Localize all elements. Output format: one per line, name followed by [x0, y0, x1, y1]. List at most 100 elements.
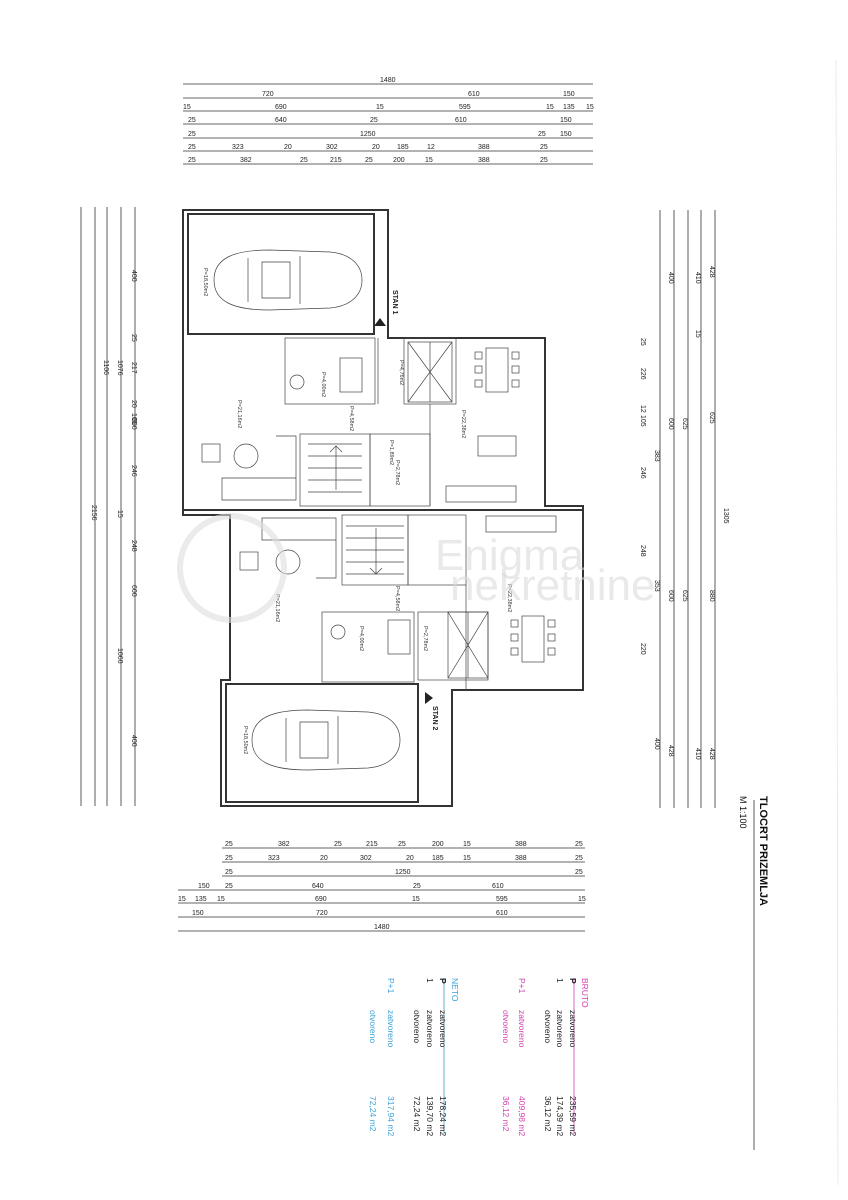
dim-label: 25 — [225, 883, 233, 890]
dim-label: 880 — [708, 590, 715, 602]
area-label: zatvoreno — [568, 1010, 578, 1048]
dim-label: 25 — [540, 144, 548, 151]
top-dimension-chain: 1480 720 610 150 15 690 15 595 15 135 15… — [183, 77, 594, 165]
dim-label: 410 — [694, 748, 701, 760]
dim-label: 625 — [681, 418, 688, 430]
dim-label: 25 — [365, 157, 373, 164]
car-lower-icon — [251, 709, 401, 771]
neto-heading: NETO — [450, 978, 460, 1002]
dim-label: 135 — [195, 896, 207, 903]
garage-upper — [187, 213, 375, 335]
sofa-upper — [221, 435, 297, 501]
dim-label: 15 — [578, 896, 586, 903]
area-label: zatvoreno — [386, 1010, 396, 1048]
unit-label-stan1: STAN 1 — [391, 290, 398, 314]
svg-text:nekretnine: nekretnine — [450, 561, 655, 610]
dim-label: 150 — [563, 91, 575, 98]
armchair-lower — [239, 551, 259, 571]
dim-label: 185 — [397, 144, 409, 151]
area-label: zatvoreno — [517, 1010, 527, 1048]
dim-label: 105 — [130, 413, 137, 425]
area-label: zatvoreno — [425, 1010, 435, 1048]
dim-label: 25 — [225, 841, 233, 848]
dim-label: 382 — [240, 157, 252, 164]
area-value: 235,59 m2 — [568, 1096, 578, 1136]
dim-label: 15 — [376, 104, 384, 111]
dim-label: 25 — [413, 883, 421, 890]
exterior-wall-upper — [182, 209, 584, 807]
area-code: P — [568, 978, 578, 984]
dining-table-lower — [510, 615, 556, 663]
dim-label: 25 — [334, 841, 342, 848]
dim-label: 15 — [116, 510, 123, 518]
floor-plan: STAN 1 STAN 2 P=18,50m2 P=18,50m2 P=21,1… — [182, 209, 584, 807]
dim-label: 595 — [496, 896, 508, 903]
dim-label: 25 — [130, 334, 137, 342]
dim-label: 25 — [300, 157, 308, 164]
area-table-neto: NETO P zatvoreno 178,24 m2 1 zatvoreno 1… — [368, 978, 460, 1136]
dim-label: 600 — [130, 418, 137, 430]
dim-label: 625 — [681, 590, 688, 602]
dim-label: 150 — [560, 117, 572, 124]
area-table-bruto: BRUTO P zatvoreno 235,59 m2 1 zatvoreno … — [501, 978, 590, 1136]
dim-label: 248 — [130, 540, 137, 552]
room-label: P=22,38m2 — [460, 410, 466, 438]
dim-label: 20 — [406, 855, 414, 862]
area-label: otvoreno — [543, 1010, 553, 1043]
room-label: P=4,00m2 — [358, 626, 364, 651]
dim-label: 25 — [575, 855, 583, 862]
bruto-heading: BRUTO — [580, 978, 590, 1008]
dim-label: 15 — [463, 841, 471, 848]
dim-label: 1106 — [102, 360, 109, 375]
dim-label: 1305 — [722, 508, 729, 524]
dim-label: 383 — [653, 450, 660, 462]
sink-upper — [289, 374, 305, 390]
dim-label: 200 — [393, 157, 405, 164]
dim-label: 400 — [130, 735, 137, 747]
drawing-title: TLOCRT PRIZEMLJA — [757, 796, 769, 906]
dim-label: 610 — [492, 883, 504, 890]
dim-label: 428 — [708, 266, 715, 278]
dim-label: 640 — [312, 883, 324, 890]
area-code: 1 — [425, 978, 435, 983]
dim-label: 1060 — [116, 648, 123, 664]
dim-label: 20 — [372, 144, 380, 151]
right-dimension-chain: 1305 880 625 600 428 410 400 383 353 248… — [639, 210, 729, 808]
dim-label: 595 — [459, 104, 471, 111]
dim-label: 20 — [284, 144, 292, 151]
dim-label: 400 — [130, 270, 137, 282]
area-value: 178,24 m2 — [438, 1096, 448, 1136]
armchair-upper — [201, 443, 221, 463]
dim-label: 200 — [432, 841, 444, 848]
room-label: P=4,58m2 — [394, 586, 400, 611]
area-value: 72,24 m2 — [368, 1096, 378, 1132]
dim-label: 388 — [515, 855, 527, 862]
dim-label: 105 — [639, 415, 646, 427]
dim-label: 15 — [425, 157, 433, 164]
dim-label: 15 — [412, 896, 420, 903]
bottom-dimension-chain: 25 382 25 215 25 200 15 388 25 25 323 20… — [178, 841, 586, 932]
dim-label: 720 — [262, 91, 274, 98]
dim-label: 15 — [694, 330, 701, 338]
dim-label: 610 — [468, 91, 480, 98]
area-label: zatvoreno — [555, 1010, 565, 1048]
area-code: P+1 — [517, 978, 527, 994]
coffee-table-lower — [275, 549, 301, 575]
kitchen-counter-lower — [485, 515, 557, 533]
dim-label: 185 — [432, 855, 444, 862]
room-label: P=18,50m2 — [202, 268, 208, 296]
garage-lower — [225, 683, 419, 803]
dim-label: 353 — [653, 580, 660, 592]
kitchen-counter-upper — [445, 485, 517, 503]
dim-label: 15 — [183, 104, 191, 111]
dim-label: 25 — [188, 157, 196, 164]
dim-label: 246 — [639, 467, 646, 479]
dim-label: 2156 — [90, 505, 97, 521]
dim-label: 20 — [130, 400, 137, 408]
dim-label: 15 — [178, 896, 186, 903]
dim-label: 1250 — [395, 869, 411, 876]
dim-label: 150 — [198, 883, 210, 890]
dim-label: 246 — [130, 465, 137, 477]
dim-label: 388 — [478, 144, 490, 151]
